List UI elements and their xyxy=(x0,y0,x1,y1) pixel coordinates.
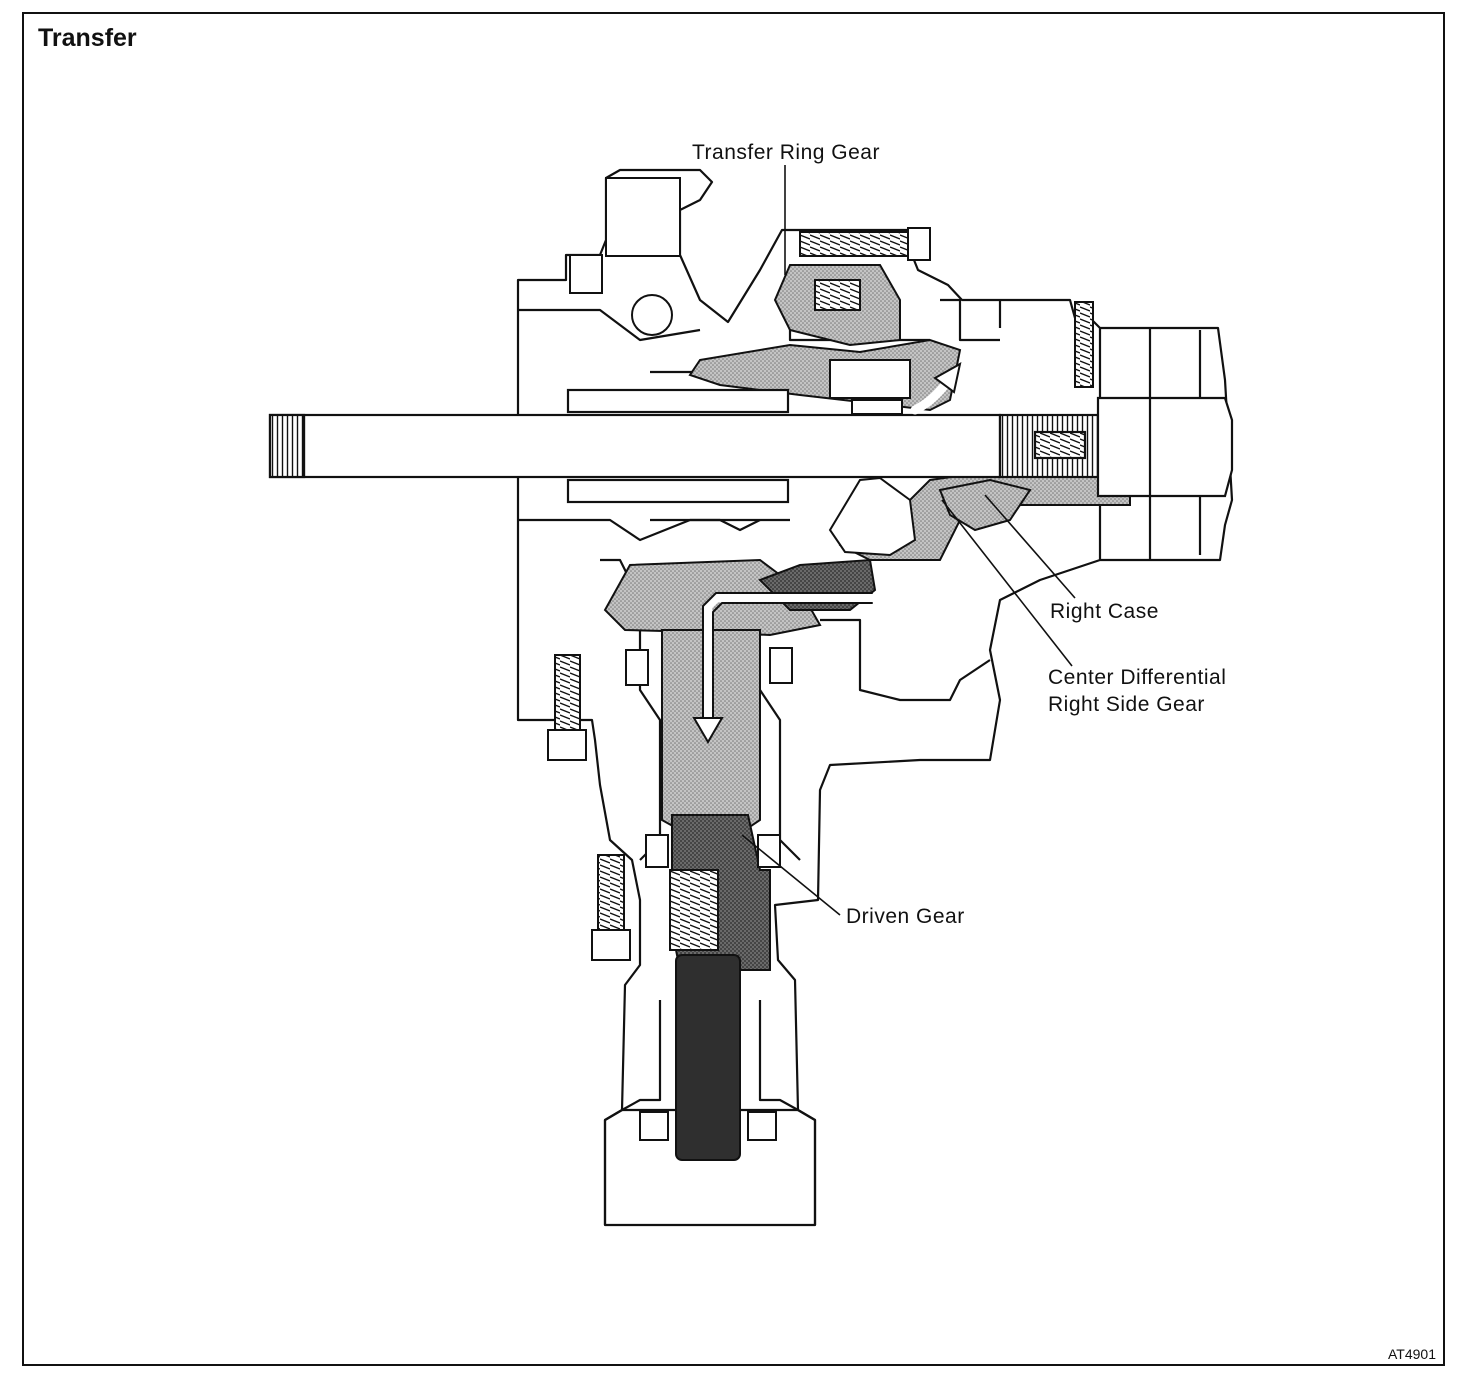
diagram-title: Transfer xyxy=(38,24,137,52)
left-bolt-head xyxy=(569,254,603,294)
diagram-frame xyxy=(22,12,1445,1366)
breather-plug xyxy=(631,294,673,336)
label-transfer-ring-gear: Transfer Ring Gear xyxy=(692,141,880,164)
tail-seal-right xyxy=(747,1111,777,1141)
label-right-case: Right Case xyxy=(1050,600,1159,623)
input-shaft-splines xyxy=(268,413,306,479)
upper-housing xyxy=(516,168,1234,1227)
power-flow-arrow-down xyxy=(692,717,724,744)
tail-bearing-right xyxy=(757,834,781,868)
leader-driven-gear xyxy=(741,834,841,916)
output-shaft xyxy=(675,954,741,1161)
lower-bolt-head xyxy=(591,929,631,961)
figure-code: AT4901 xyxy=(1388,1346,1436,1362)
power-flow-path xyxy=(703,593,875,730)
input-shaft xyxy=(268,413,1002,479)
label-driven-gear: Driven Gear xyxy=(846,905,965,928)
lower-bolt xyxy=(597,854,625,931)
label-center-differential: Center Differential xyxy=(1048,666,1227,689)
leader-center-diff xyxy=(941,499,1073,667)
pinion-bearing-right xyxy=(769,647,793,684)
bolt-head-top xyxy=(907,227,931,261)
diff-pinion-block xyxy=(851,399,903,415)
shaft-tube-upper xyxy=(566,388,790,414)
tail-seal-left xyxy=(639,1111,669,1141)
output-shaft-threads xyxy=(669,869,719,951)
diff-pinion-upper xyxy=(829,359,911,399)
right-bolt xyxy=(1074,301,1094,388)
flange-bolt xyxy=(1033,430,1087,460)
diff-pinion-lower xyxy=(828,476,917,557)
pinion-bearing-left xyxy=(625,649,649,686)
lower-case-wall-right xyxy=(820,618,991,702)
tail-housing xyxy=(621,1000,799,1111)
shaft-tube-lower xyxy=(566,478,790,504)
leader-right-case xyxy=(984,494,1076,599)
housing-bolt-top xyxy=(799,231,909,257)
tail-bearing-left xyxy=(645,834,669,868)
housing-bolt-ring xyxy=(814,279,861,311)
breather-tube xyxy=(605,177,681,257)
center-diff-right-side-gear xyxy=(938,478,1032,532)
case-flange-line xyxy=(518,308,790,542)
side-bolt-head-left xyxy=(547,729,587,761)
power-flow-arrow-up xyxy=(933,362,962,394)
right-output-flange xyxy=(1096,396,1234,498)
side-bolt-left xyxy=(554,654,581,731)
label-right-side-gear: Right Side Gear xyxy=(1048,693,1205,716)
